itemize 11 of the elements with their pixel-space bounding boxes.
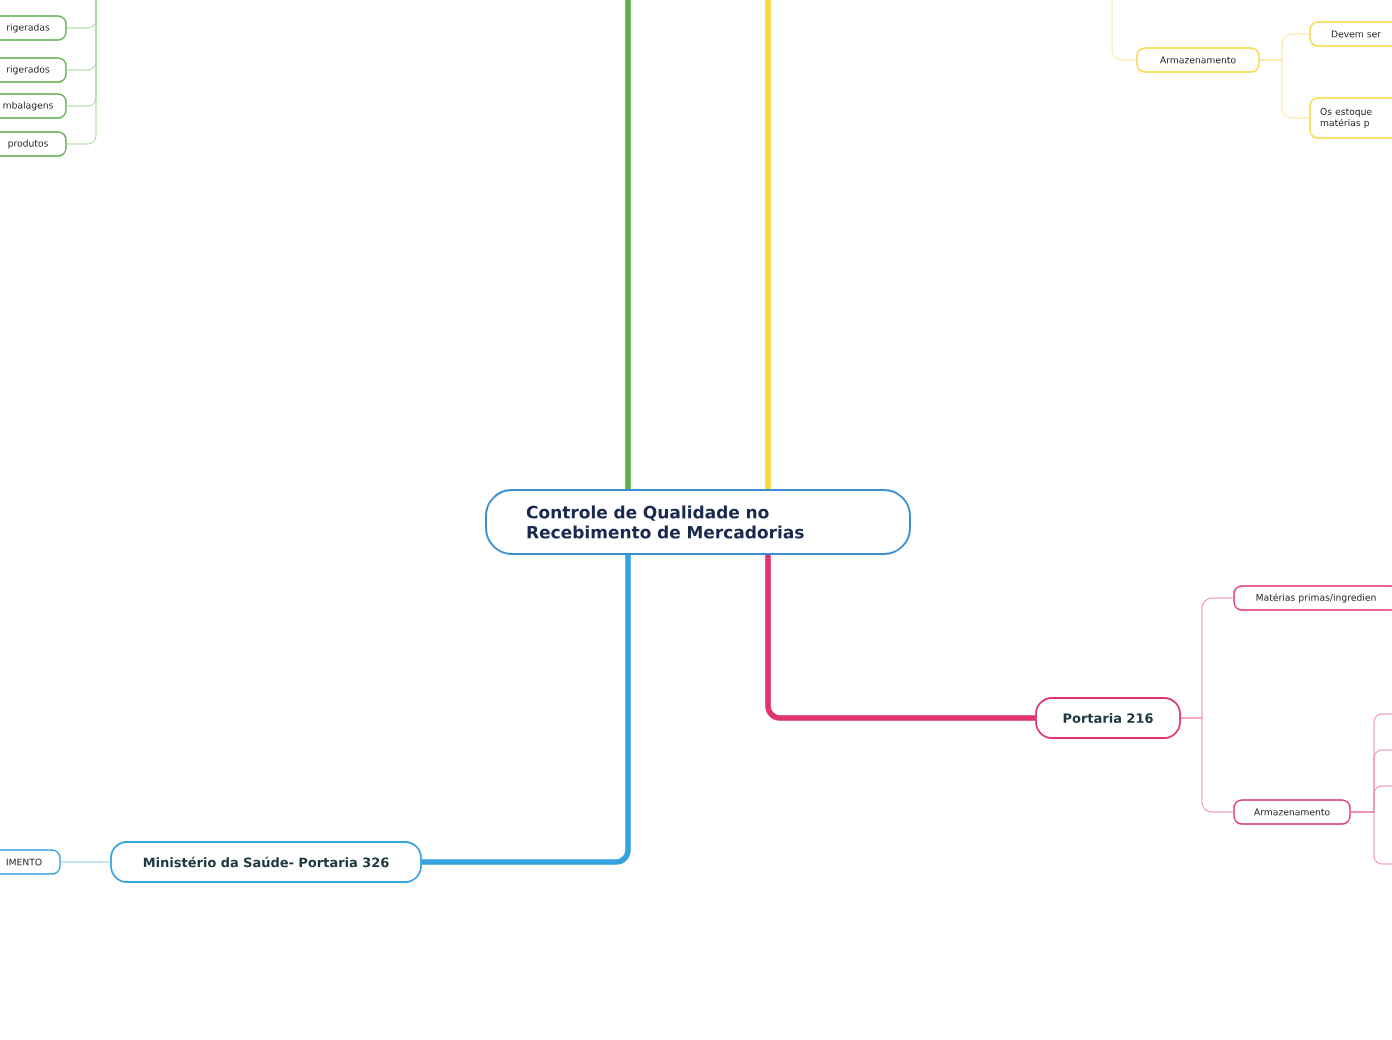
connector-line: [66, 0, 97, 145]
connector-line: [60, 861, 111, 863]
connector-line: [625, 0, 631, 489]
connector-line: [765, 555, 1036, 721]
central-topic-box: Controle de Qualidade no Recebimento de Mercadorias: [485, 489, 911, 555]
connector-line: [1259, 59, 1310, 119]
connector-line: [765, 0, 771, 489]
connector-line: [1350, 811, 1392, 865]
connector-line: [1111, 0, 1137, 61]
connector-line: [421, 555, 631, 865]
connector-line: [1180, 717, 1234, 813]
